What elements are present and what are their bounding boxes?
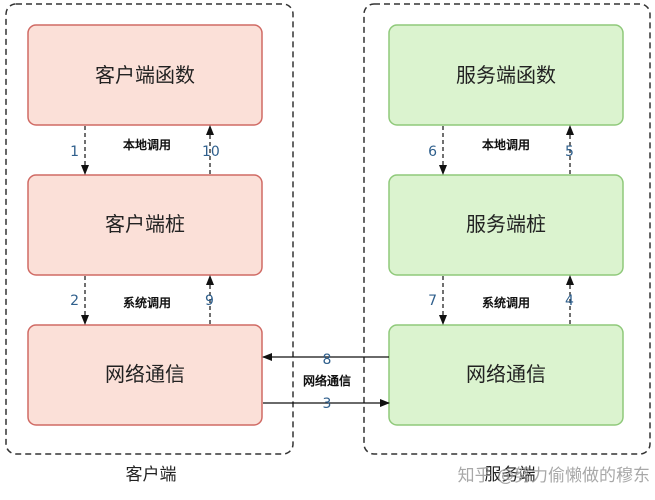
server-side-label: 服务端: [485, 465, 536, 485]
step-4-number: 4: [565, 293, 574, 309]
network-communication-label: 网络通信: [303, 373, 351, 388]
client-stub-label: 客户端桩: [105, 212, 185, 236]
client-network-label: 网络通信: [105, 362, 185, 386]
server-function-node: 服务端函数: [388, 24, 624, 126]
server-network-box: [388, 324, 624, 426]
client-network-node: 网络通信: [27, 324, 263, 426]
server-network-label: 网络通信: [466, 362, 546, 386]
client-container: [5, 3, 294, 455]
client-system-call-label: 系统调用: [123, 295, 171, 310]
client-local-call-label: 本地调用: [123, 137, 171, 152]
client-side-label: 客户端: [126, 465, 177, 485]
server-stub-label: 服务端桩: [466, 212, 546, 236]
client-function-label: 客户端函数: [95, 63, 195, 87]
server-function-label: 服务端函数: [456, 63, 556, 87]
server-function-box: [388, 24, 624, 126]
step-3-number: 3: [323, 396, 332, 412]
step-9-number: 9: [205, 293, 214, 309]
client-network-box: [27, 324, 263, 426]
server-stub-node: 服务端桩: [388, 174, 624, 276]
watermark: 知乎 @努力偷懒做的穆东: [458, 466, 650, 486]
server-container: [363, 3, 651, 455]
server-stub-box: [388, 174, 624, 276]
step-5-number: 5: [565, 144, 574, 160]
server-system-call-label: 系统调用: [482, 295, 530, 310]
step-7-number: 7: [428, 293, 437, 309]
client-stub-box: [27, 174, 263, 276]
step-2-number: 2: [70, 293, 79, 309]
step-10-number: 10: [202, 144, 220, 160]
server-local-call-label: 本地调用: [482, 137, 530, 152]
client-stub-node: 客户端桩: [27, 174, 263, 276]
server-network-node: 网络通信: [388, 324, 624, 426]
step-8-number: 8: [323, 352, 332, 368]
step-6-number: 6: [428, 144, 437, 160]
client-function-box: [27, 24, 263, 126]
step-1-number: 1: [70, 144, 79, 160]
client-function-node: 客户端函数: [27, 24, 263, 126]
